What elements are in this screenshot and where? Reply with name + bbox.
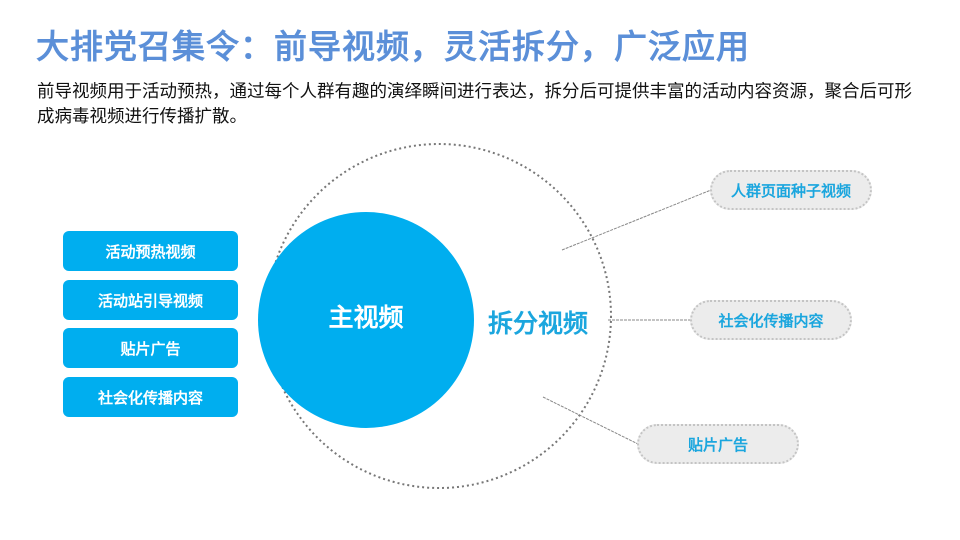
main-video-circle <box>258 212 474 428</box>
description: 前导视频用于活动预热，通过每个人群有趣的演绎瞬间进行表达，拆分后可提供丰富的活动… <box>37 82 912 127</box>
left-item-guide: 活动站引导视频 <box>63 280 238 320</box>
left-item-social: 社会化传播内容 <box>63 377 238 417</box>
left-item-ad: 贴片广告 <box>63 328 238 368</box>
left-item-warmup: 活动预热视频 <box>63 231 238 271</box>
right-pill-ad: 贴片广告 <box>637 424 799 464</box>
connector-line-3 <box>542 396 639 445</box>
connector-line-1 <box>561 189 712 251</box>
right-pill-social: 社会化传播内容 <box>690 300 852 340</box>
split-video-label: 拆分视频 <box>488 309 589 338</box>
right-pill-seed-video: 人群页面种子视频 <box>710 170 872 210</box>
main-video-label: 主视频 <box>328 303 404 332</box>
page-title: 大排党召集令：前导视频，灵活拆分，广泛应用 <box>36 27 750 66</box>
